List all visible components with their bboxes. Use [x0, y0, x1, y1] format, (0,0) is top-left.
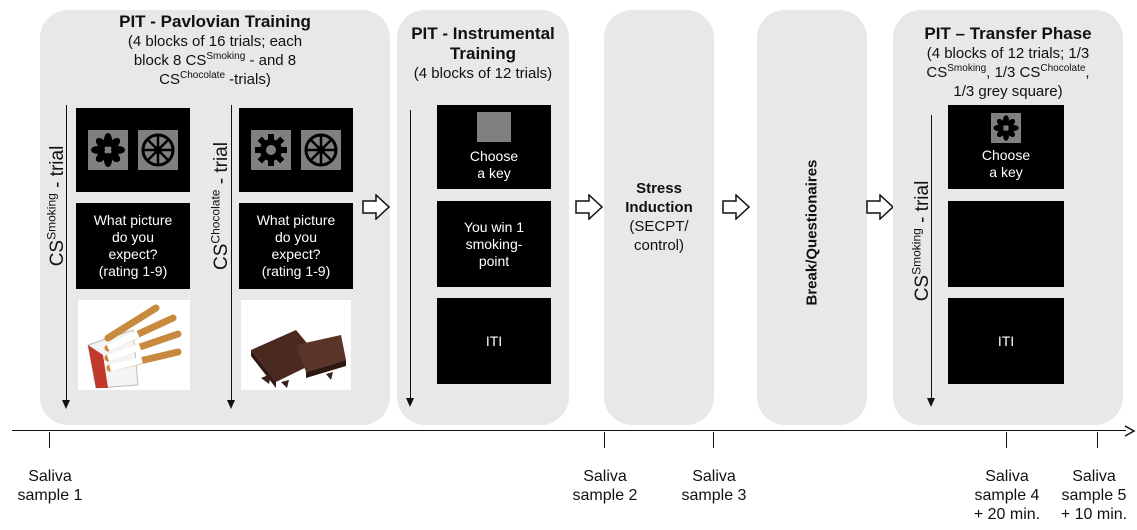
- transfer-title-block: PIT – Transfer Phase (4 blocks of 12 tri…: [893, 24, 1123, 101]
- stress-sub-2: control): [633, 237, 685, 254]
- instrumental-arrowhead: [406, 398, 414, 407]
- grey-square-icon: [477, 112, 511, 142]
- chocolate-cs-screen: [239, 108, 353, 192]
- smoking-time-arrow: [66, 105, 67, 403]
- timeline-arrowhead: [1124, 425, 1136, 437]
- gear-stimulus-icon: [251, 130, 291, 170]
- pavlovian-title: PIT - Pavlovian Training: [119, 12, 311, 31]
- instrumental-time-arrow: [410, 110, 411, 400]
- pavlovian-title-block: PIT - Pavlovian Training (4 blocks of 16…: [40, 12, 390, 89]
- timeline-axis: [12, 430, 1126, 431]
- flow-arrow-1: [362, 194, 390, 220]
- transfer-choice-screen: Choose a key: [948, 105, 1064, 189]
- flower-stimulus-icon-2: [991, 113, 1021, 143]
- chocolate-trial-label: CSChocolate - trial: [208, 142, 232, 270]
- timeline-tick-3: [713, 432, 714, 448]
- pavlovian-subtitle-2: block 8 CSSmoking - and 8: [133, 51, 297, 70]
- instrumental-iti-screen: ITI: [437, 298, 551, 384]
- transfer-time-arrow: [931, 115, 932, 400]
- smoking-arrowhead: [62, 400, 70, 409]
- flow-arrow-4: [866, 194, 894, 220]
- pavlovian-subtitle-3: CSChocolate -trials): [159, 70, 271, 89]
- chocolate-image: [241, 300, 351, 390]
- timeline-tick-1: [49, 432, 50, 448]
- instrumental-subtitle: (4 blocks of 12 trials): [413, 65, 553, 82]
- transfer-arrowhead: [927, 398, 935, 407]
- transfer-subtitle-3: 1/3 grey square): [953, 83, 1063, 100]
- smoking-cs-screen: [76, 108, 190, 192]
- timeline-tick-2: [604, 432, 605, 448]
- instrumental-title-2: Training: [449, 44, 517, 63]
- wheel-stimulus-icon-2: [301, 130, 341, 170]
- instrumental-title-block: PIT - Instrumental Training (4 blocks of…: [397, 24, 569, 83]
- flower-stimulus-icon: [88, 130, 128, 170]
- timeline-tick-5: [1097, 432, 1098, 448]
- break-panel: [757, 10, 867, 425]
- flow-arrow-2: [575, 194, 603, 220]
- chocolate-rating-screen: What picture do you expect? (rating 1-9): [239, 203, 353, 289]
- wheel-stimulus-icon: [138, 130, 178, 170]
- stress-sub-1: (SECPT/: [629, 218, 689, 235]
- stress-induction-panel: [604, 10, 714, 425]
- transfer-blank-screen: [948, 201, 1064, 287]
- chocolate-time-arrow: [231, 105, 232, 403]
- break-label: Break/Questionaires: [803, 159, 821, 306]
- cigarettes-image: [78, 300, 190, 390]
- stress-title-2: Induction: [625, 199, 693, 216]
- stress-text-block: Stress Induction (SECPT/ control): [604, 179, 714, 255]
- pavlovian-subtitle-1: (4 blocks of 16 trials; each: [127, 33, 303, 50]
- chocolate-arrowhead: [227, 400, 235, 409]
- flow-arrow-3: [722, 194, 750, 220]
- transfer-subtitle-1: (4 blocks of 12 trials; 1/3: [926, 45, 1090, 62]
- instrumental-title-1: PIT - Instrumental: [411, 24, 555, 43]
- transfer-subtitle-2: CSSmoking, 1/3 CSChocolate,: [926, 63, 1090, 82]
- transfer-title: PIT – Transfer Phase: [924, 24, 1092, 43]
- instrumental-outcome-screen: You win 1 smoking- point: [437, 201, 551, 287]
- instrumental-choice-screen: Choose a key: [437, 105, 551, 189]
- transfer-iti-screen: ITI: [948, 298, 1064, 384]
- smoking-rating-screen: What picture do you expect? (rating 1-9): [76, 203, 190, 289]
- stress-title-1: Stress: [636, 180, 682, 197]
- timeline-tick-4: [1006, 432, 1007, 448]
